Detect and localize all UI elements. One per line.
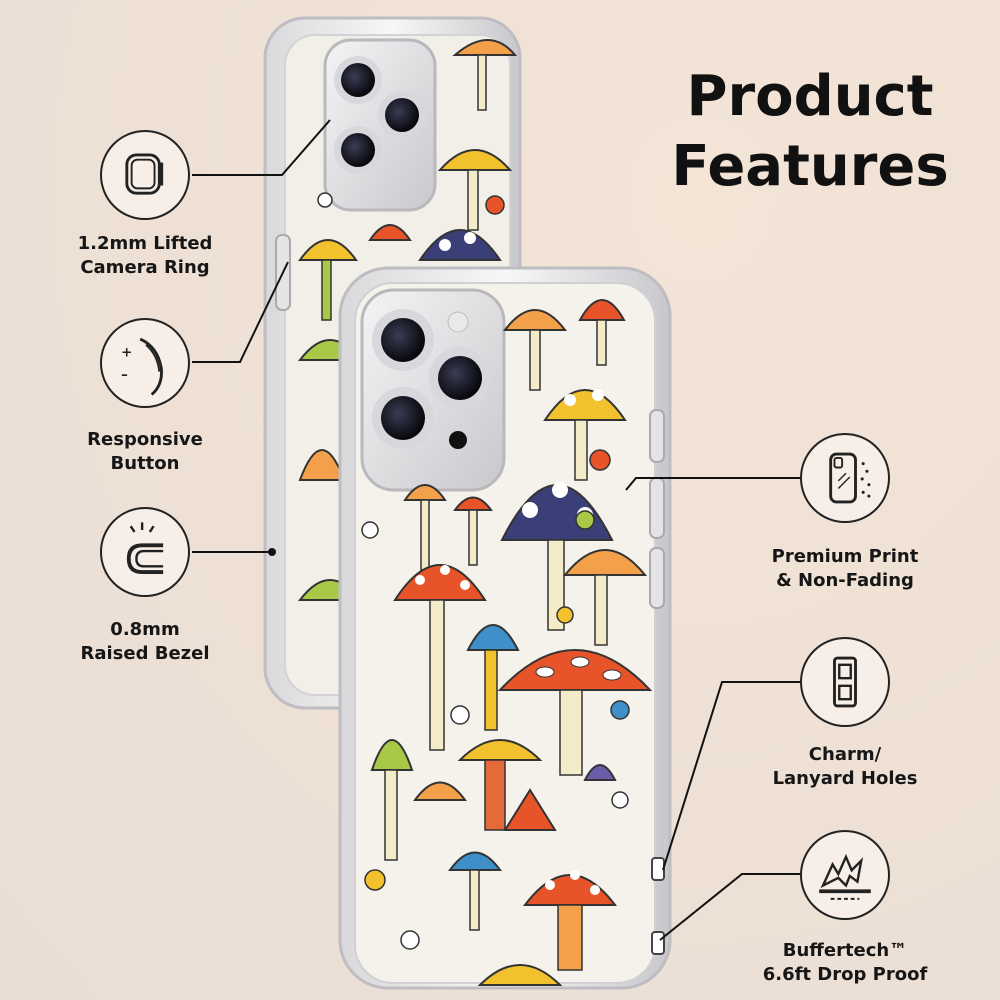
responsive-button-icon: +–: [100, 318, 190, 408]
lanyard-holes-icon: [800, 637, 890, 727]
camera-ring-icon: [100, 130, 190, 220]
feature-label-responsive-button: Responsive Button: [87, 429, 203, 474]
phone-print-icon: [800, 433, 890, 523]
front-phone: [338, 266, 672, 990]
mushroom-pattern: [361, 299, 653, 986]
feature-connectors: [192, 119, 808, 941]
title-line-2: Features: [671, 134, 949, 199]
svg-text:+: +: [121, 345, 132, 360]
feature-label-camera-ring: 1.2mm Lifted Camera Ring: [77, 233, 213, 278]
raised-bezel-icon: [100, 507, 190, 597]
feature-label-premium-print: Premium Print & Non-Fading: [771, 546, 919, 591]
feature-label-lanyard-holes: Charm/ Lanyard Holes: [772, 744, 918, 789]
page-title: Product Features: [660, 62, 960, 202]
bezel-marker-dot: [268, 548, 276, 556]
feature-label-drop-proof: Buffertech™ 6.6ft Drop Proof: [762, 940, 928, 985]
svg-text:–: –: [121, 368, 128, 383]
shock-absorb-icon: [800, 830, 890, 920]
feature-label-raised-bezel: 0.8mm Raised Bezel: [80, 619, 210, 664]
title-line-1: Product: [686, 64, 934, 129]
